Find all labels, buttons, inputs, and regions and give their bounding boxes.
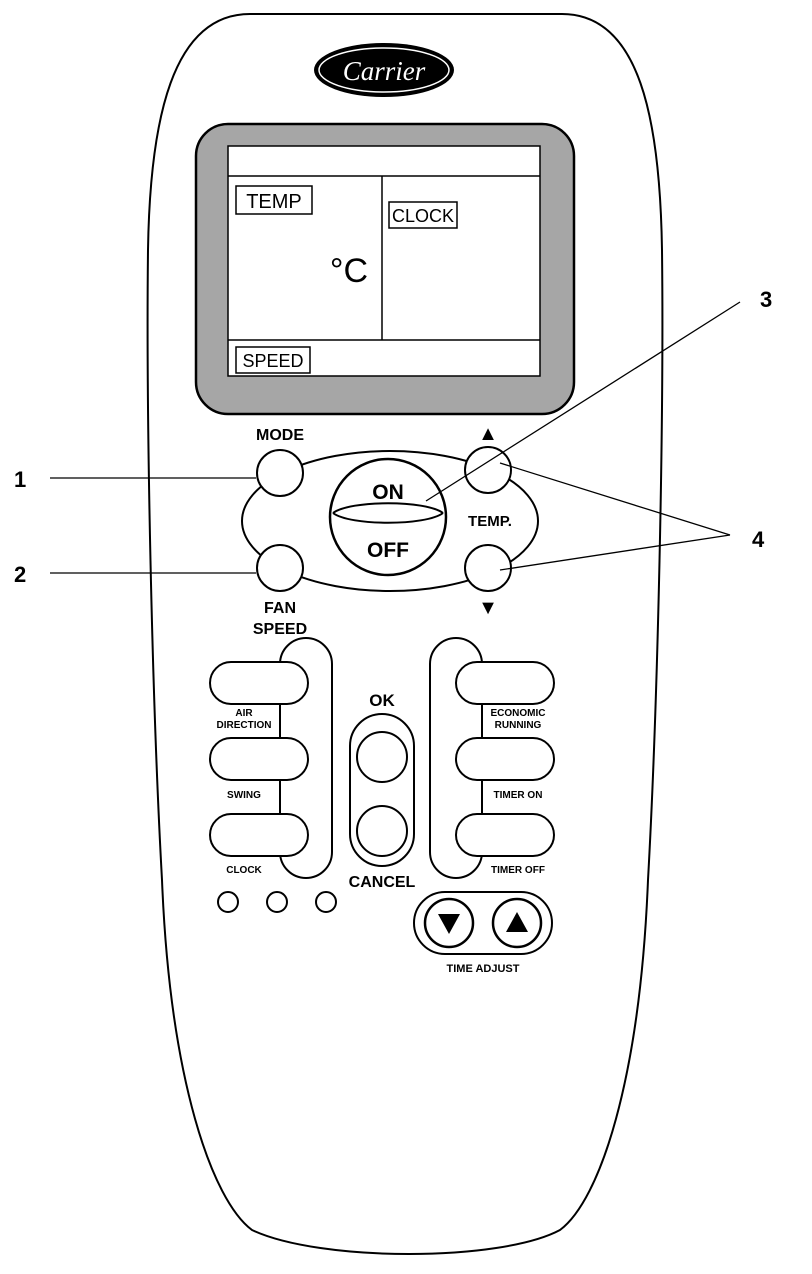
economic-running-label-line1: ECONOMIC	[491, 708, 546, 719]
ok-label: OK	[369, 691, 395, 710]
air-direction-label-line1: AIR	[235, 708, 253, 719]
timer-on-label: TIMER ON	[494, 790, 543, 801]
on-off-button[interactable]: ON OFF	[328, 457, 448, 577]
callout-4-line-lower	[499, 534, 731, 571]
indicator-light	[266, 891, 288, 913]
fan-speed-button[interactable]	[256, 544, 304, 592]
mode-button[interactable]	[256, 449, 304, 497]
temp-down-button[interactable]	[464, 544, 512, 592]
temp-up-button[interactable]	[464, 446, 512, 494]
carrier-logo: Carrier	[314, 43, 454, 97]
callout-4-line-upper	[499, 462, 731, 536]
temp-label: TEMP.	[468, 513, 512, 530]
indicator-light	[217, 891, 239, 913]
lcd-clock-box	[388, 201, 458, 229]
air-direction-button[interactable]	[209, 661, 309, 705]
lcd-speed-box	[235, 346, 311, 374]
up-triangle-icon	[506, 912, 528, 932]
swing-label: SWING	[227, 790, 261, 801]
time-up-button[interactable]	[491, 897, 543, 949]
lcd-clock-label: CLOCK	[392, 206, 454, 226]
off-label: OFF	[367, 539, 409, 562]
time-down-button[interactable]	[423, 897, 475, 949]
callout-4: 4	[752, 527, 765, 552]
fan-speed-label-line2: SPEED	[253, 621, 307, 638]
economic-running-label-line2: RUNNING	[495, 720, 542, 731]
lcd-temp-box	[235, 185, 313, 215]
fan-speed-label-line1: FAN	[264, 600, 296, 617]
lcd-temp-label: TEMP	[246, 191, 302, 213]
timer-off-label: TIMER OFF	[491, 865, 545, 876]
cancel-button[interactable]	[356, 805, 408, 857]
ok-button[interactable]	[356, 731, 408, 783]
timer-off-button[interactable]	[455, 813, 555, 857]
logo-text: Carrier	[343, 56, 426, 86]
temp-up-arrow-icon: ▲	[478, 423, 498, 445]
lcd-screen: TEMP °C CLOCK SPEED	[227, 145, 541, 377]
on-label: ON	[372, 481, 404, 504]
cancel-label: CANCEL	[349, 874, 416, 891]
clock-button[interactable]	[209, 813, 309, 857]
economic-running-button[interactable]	[455, 661, 555, 705]
lcd-unit: °C	[330, 252, 368, 290]
callout-3: 3	[760, 287, 772, 312]
swing-button[interactable]	[209, 737, 309, 781]
indicator-light	[315, 891, 337, 913]
timer-on-button[interactable]	[455, 737, 555, 781]
callout-3-line	[425, 301, 741, 502]
clock-label: CLOCK	[226, 865, 262, 876]
mode-label: MODE	[256, 427, 304, 444]
lcd-speed-label: SPEED	[242, 351, 303, 371]
down-triangle-icon	[438, 914, 460, 934]
callout-1: 1	[14, 467, 26, 492]
air-direction-label-line2: DIRECTION	[217, 720, 272, 731]
temp-down-arrow-icon: ▼	[478, 597, 498, 619]
callout-2: 2	[14, 562, 26, 587]
control-cluster-outline	[241, 450, 539, 592]
time-adjust-label: TIME ADJUST	[447, 963, 520, 975]
